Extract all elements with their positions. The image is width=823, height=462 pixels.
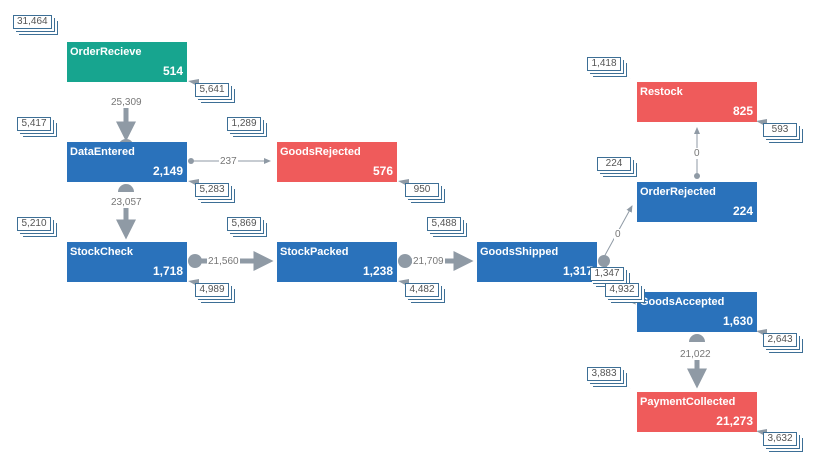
node-name: StockCheck (70, 246, 133, 258)
in-badge-goods-accepted: 1,347 (590, 267, 624, 281)
node-order-rejected[interactable]: OrderRejected 224 (637, 182, 757, 222)
out-badge-data-entered: 5,283 (195, 183, 229, 197)
in-badge-data-entered: 5,417 (17, 117, 51, 131)
in-badge-payment-collected: 3,883 (587, 367, 621, 381)
node-count: 21,273 (716, 414, 753, 428)
node-name: OrderRejected (640, 186, 716, 198)
node-count: 1,718 (152, 264, 183, 278)
node-data-entered[interactable]: DataEntered 2,149 (67, 142, 187, 182)
in-badge-stock-check: 5,210 (17, 217, 51, 231)
node-name: GoodsRejected (280, 146, 361, 158)
node-order-recieve[interactable]: OrderRecieve 514 (67, 42, 187, 82)
node-goods-accepted[interactable]: GoodsAccepted 1,630 (637, 292, 757, 332)
out-badge-goods-shipped: 4,932 (605, 283, 639, 297)
node-count: 1,317 (562, 264, 593, 278)
node-stock-check[interactable]: StockCheck 1,718 (67, 242, 187, 282)
out-badge-stock-check: 4,989 (195, 283, 229, 297)
node-count: 514 (162, 64, 183, 78)
out-badge-goods-accepted: 2,643 (763, 333, 797, 347)
node-name: PaymentCollected (640, 396, 736, 408)
edge-accepted-to-payment[interactable] (687, 334, 707, 389)
node-payment-collected[interactable]: PaymentCollected 21,273 (637, 392, 757, 432)
node-name: OrderRecieve (70, 46, 142, 58)
edge-label-shipped-orderrejected: 0 (614, 229, 622, 240)
node-name: GoodsShipped (480, 246, 559, 258)
edge-dataentered-to-stockcheck[interactable] (116, 184, 136, 240)
node-name: StockPacked (280, 246, 349, 258)
node-count: 2,149 (152, 164, 183, 178)
node-stock-packed[interactable]: StockPacked 1,238 (277, 242, 397, 282)
node-count: 576 (372, 164, 393, 178)
node-goods-rejected[interactable]: GoodsRejected 576 (277, 142, 397, 182)
edge-label-stockcheck-packed: 21,560 (207, 256, 240, 267)
out-badge-goods-rejected: 950 (405, 183, 439, 197)
edge-label-dataentered-rejected: 237 (219, 156, 238, 167)
edge-label-dataentered-stockcheck: 23,057 (110, 197, 143, 208)
node-name: DataEntered (70, 146, 135, 158)
out-badge-order-recieve: 5,641 (195, 83, 229, 97)
in-badge-order-rejected: 224 (597, 157, 631, 171)
node-restock[interactable]: Restock 825 (637, 82, 757, 122)
node-name: GoodsAccepted (640, 296, 725, 308)
edge-label-orderrejected-restock: 0 (693, 148, 701, 159)
node-count: 1,238 (362, 264, 393, 278)
in-badge-order-recieve: 31,464 (13, 15, 52, 29)
badge-pointers-in (52, 30, 632, 390)
edge-label-accepted-payment: 21,022 (679, 349, 712, 360)
out-badge-payment-collected: 3,632 (763, 432, 797, 446)
edge-label-recieve-dataentered: 25,309 (110, 97, 143, 108)
in-badge-restock: 1,418 (587, 57, 621, 71)
edge-label-packed-shipped: 21,709 (412, 256, 445, 267)
in-badge-goods-shipped: 5,488 (427, 217, 461, 231)
out-badge-restock: 593 (763, 123, 797, 137)
in-badge-stock-packed: 5,869 (227, 217, 261, 231)
node-count: 825 (732, 104, 753, 118)
in-badge-goods-rejected: 1,289 (227, 117, 261, 131)
node-goods-shipped[interactable]: GoodsShipped 1,317 (477, 242, 597, 282)
out-badge-stock-packed: 4,482 (405, 283, 439, 297)
node-count: 1,630 (722, 314, 753, 328)
node-count: 224 (732, 204, 753, 218)
node-name: Restock (640, 86, 683, 98)
